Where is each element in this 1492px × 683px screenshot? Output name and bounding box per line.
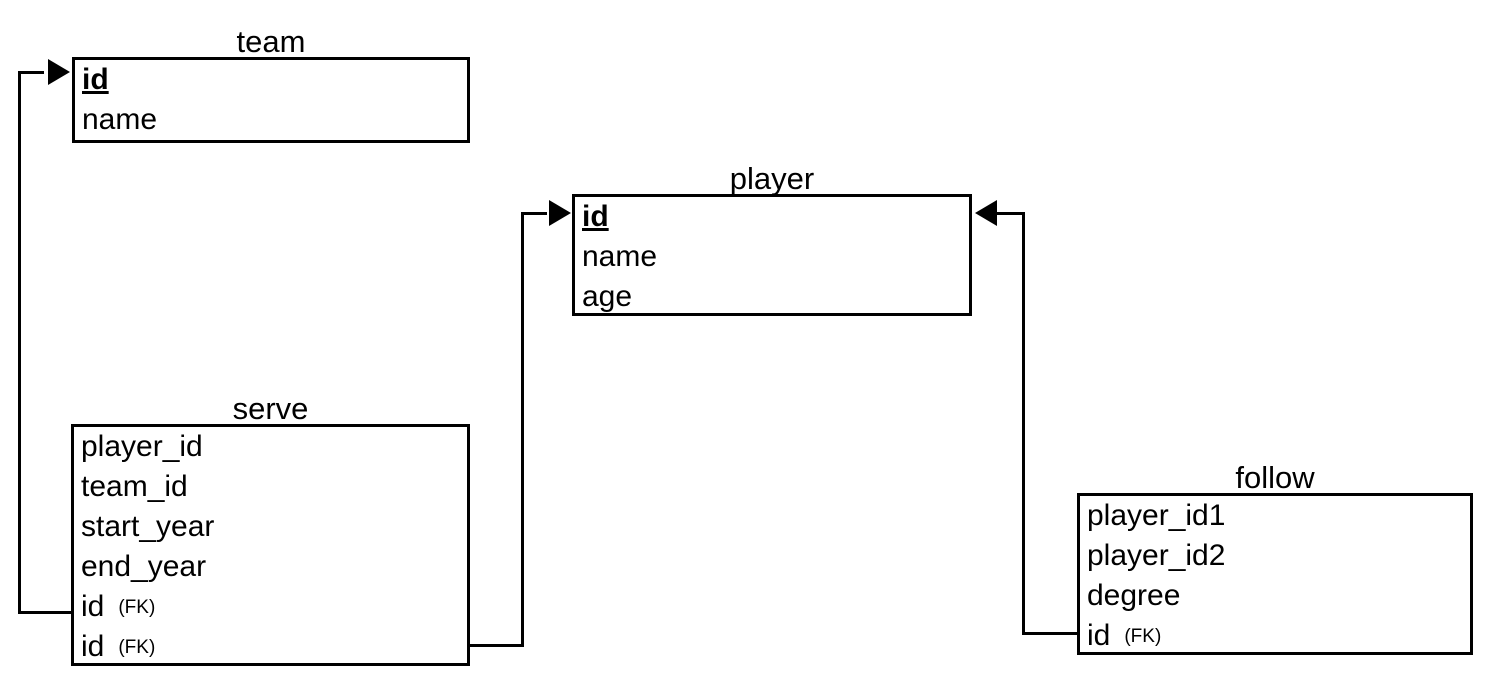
attribute-name: end_year (81, 550, 207, 583)
attribute-serve-player_id[interactable]: player_id (74, 427, 467, 467)
attribute-serve-start_year[interactable]: start_year (74, 507, 467, 547)
attribute-follow-player_id1[interactable]: player_id1 (1080, 496, 1470, 536)
attribute-name: age (582, 280, 633, 313)
attribute-name: id (81, 590, 105, 623)
attribute-team-id[interactable]: id (75, 60, 467, 100)
connector-serve-team-riser (18, 71, 21, 614)
connector-follow-player-riser (1022, 212, 1025, 635)
attribute-list-player: id name age (575, 197, 969, 317)
attribute-name: id (81, 630, 105, 663)
arrowhead-team-id (48, 59, 70, 85)
connector-serve-player-entry (521, 212, 547, 215)
connector-follow-player-stub (1022, 632, 1080, 635)
attribute-serve-id-fk-2[interactable]: id (FK) (74, 627, 467, 667)
attribute-name: player_id (81, 430, 203, 463)
arrowhead-player-id-right (975, 200, 997, 226)
entity-player[interactable]: id name age (572, 194, 972, 316)
entity-follow[interactable]: player_id1 player_id2 degree id (FK) (1077, 493, 1473, 655)
attribute-name: name (82, 103, 158, 136)
attribute-name: start_year (81, 510, 215, 543)
connector-serve-player-stub (468, 644, 524, 647)
attribute-player-name[interactable]: name (575, 237, 969, 277)
attribute-list-serve: player_id team_id start_year end_year id… (74, 427, 467, 667)
attribute-follow-degree[interactable]: degree (1080, 576, 1470, 616)
attribute-list-follow: player_id1 player_id2 degree id (FK) (1080, 496, 1470, 656)
attribute-name: id (582, 200, 609, 233)
attribute-name: id (82, 63, 109, 96)
attribute-name: id (1087, 619, 1111, 652)
attribute-list-team: id name (75, 60, 467, 140)
connector-serve-player-riser (521, 212, 524, 647)
arrowhead-player-id-left (549, 200, 571, 226)
attribute-serve-team_id[interactable]: team_id (74, 467, 467, 507)
entity-serve[interactable]: player_id team_id start_year end_year id… (71, 424, 470, 666)
attribute-serve-id-fk-1[interactable]: id (FK) (74, 587, 467, 627)
attribute-follow-id-fk[interactable]: id (FK) (1080, 616, 1470, 656)
attribute-name: team_id (81, 470, 188, 503)
attribute-name: degree (1087, 579, 1181, 612)
foreign-key-tag: (FK) (118, 596, 156, 618)
attribute-team-name[interactable]: name (75, 100, 467, 140)
attribute-name: name (582, 240, 658, 273)
attribute-name: player_id2 (1087, 539, 1226, 572)
foreign-key-tag: (FK) (118, 636, 156, 658)
attribute-name: player_id1 (1087, 499, 1226, 532)
attribute-player-age[interactable]: age (575, 277, 969, 317)
entity-team[interactable]: id name (72, 57, 470, 143)
entity-title-team: team (236, 24, 306, 59)
foreign-key-tag: (FK) (1124, 625, 1162, 647)
entity-title-player: player (729, 161, 815, 196)
entity-title-follow: follow (1235, 460, 1315, 495)
attribute-player-id[interactable]: id (575, 197, 969, 237)
entity-title-serve: serve (232, 391, 309, 426)
connector-follow-player-entry (997, 212, 1025, 215)
attribute-follow-player_id2[interactable]: player_id2 (1080, 536, 1470, 576)
connector-serve-team-stub (18, 611, 74, 614)
connector-serve-team-entry (18, 71, 44, 74)
attribute-serve-end_year[interactable]: end_year (74, 547, 467, 587)
